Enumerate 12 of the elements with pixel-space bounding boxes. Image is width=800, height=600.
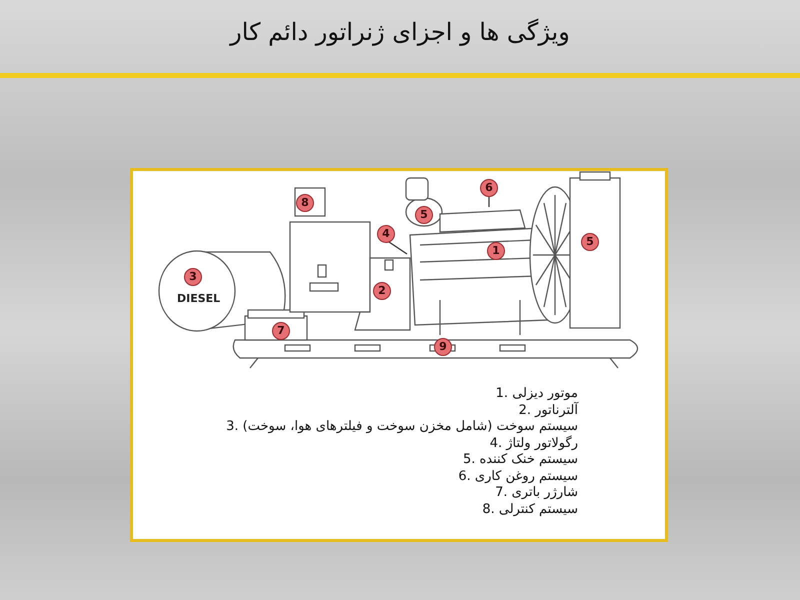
tank-label: DIESEL	[177, 292, 220, 305]
leader-line	[488, 197, 490, 207]
legend-item: 6. سیستم روغن کاری	[457, 468, 578, 485]
legend-item: 1. موتور دیزلی	[494, 386, 578, 402]
legend-item: 8. سیستم کنترلی	[481, 502, 578, 518]
legend-item: 2. آلترناتور	[518, 402, 578, 419]
leader-line	[388, 242, 408, 254]
title: ویژگی ها و اجزای ژنراتور دائم کار	[228, 18, 571, 46]
legend-item: 4. رگولاتور ولتاژ	[488, 436, 578, 452]
legend-item: 7. شارژر باتری	[494, 485, 578, 502]
legend-item: 5. سیستم خنک کننده	[462, 452, 578, 468]
legend-item: 3. سیستم سوخت (شامل مخزن سوخت و فیلترهای هوا، سوخت)	[225, 419, 578, 436]
